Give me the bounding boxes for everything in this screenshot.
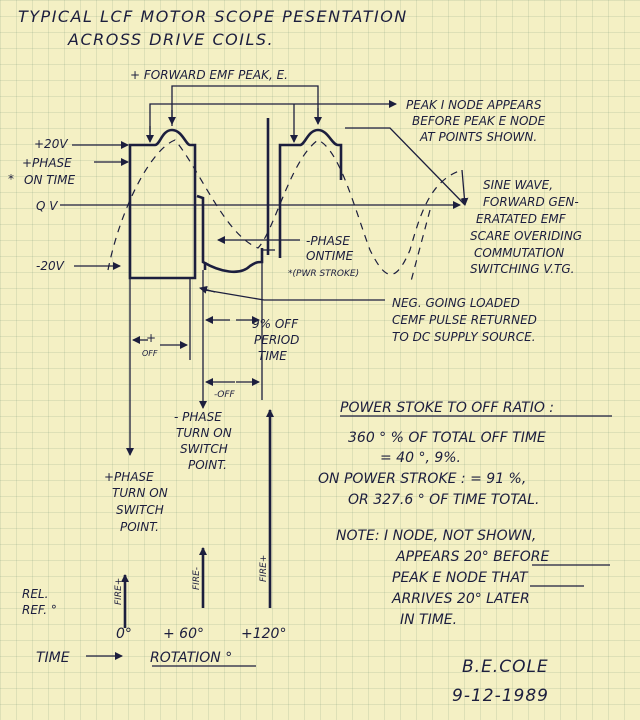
ratio-line-3: ON POWER STROKE : = 91 %,: [318, 471, 526, 487]
plus-turn-line-1: +PHASE: [104, 470, 154, 484]
zero-v-label: Q V: [36, 199, 58, 213]
neg-going-line-1: NEG. GOING LOADED: [392, 296, 520, 310]
plus-20v-label: +20V: [34, 137, 68, 151]
neg-going-arrow: [199, 285, 216, 294]
fire-plus-label-1: FIRE+: [114, 578, 124, 605]
emf-peak-bracket: [171, 85, 319, 126]
sine-wave-dashed-tail: [409, 209, 431, 286]
sine-wave-line-2: FORWARD GEN-: [483, 195, 579, 209]
deg-0-label: 0°: [116, 626, 132, 642]
neg-going-line-3: TO DC SUPPLY SOURCE.: [392, 330, 536, 344]
title-line-2: ACROSS DRIVE COILS.: [67, 30, 274, 49]
sine-wave-dashed: [107, 139, 463, 275]
note-line-4: ARRIVES 20° LATER: [391, 591, 530, 607]
forward-emf-peak-label: + FORWARD EMF PEAK, E.: [130, 68, 288, 82]
peak-i-node-line-1: PEAK I NODE APPEARS: [406, 98, 542, 112]
plus-turn-line-3: SWITCH: [116, 503, 164, 517]
note-line-2: APPEARS 20° BEFORE: [395, 549, 549, 565]
rel-label: REL.: [22, 587, 48, 601]
time-label: TIME: [36, 650, 70, 666]
ratio-line-1: 360 ° % OF TOTAL OFF TIME: [348, 430, 546, 446]
signature-date: 9-12-1989: [452, 686, 549, 706]
waveform-negative-trough: [196, 194, 264, 274]
minus-turn-line-2: TURN ON: [176, 426, 232, 440]
pwr-stroke-label: *(PWR STROKE): [288, 269, 359, 279]
deg-60-label: + 60°: [163, 626, 204, 642]
waveform-pulse-2: [278, 128, 343, 258]
waveform-pulse-1: [128, 128, 197, 280]
ratio-heading: POWER STOKE TO OFF RATIO :: [340, 400, 554, 416]
minus-turn-line-1: - PHASE: [174, 410, 222, 424]
deg-120-label: +120°: [241, 626, 286, 642]
plus-off-sign: +: [146, 331, 156, 345]
sine-wave-line-6: SWITCHING V.TG.: [470, 262, 574, 276]
sine-wave-line-1: SINE WAVE,: [483, 178, 553, 192]
sine-wave-line-4: SCARE OVERIDING: [470, 229, 582, 243]
on-time-label: ON TIME: [24, 173, 75, 187]
sine-wave-leader: [345, 127, 466, 206]
minus-20v-label: -20V: [36, 259, 65, 273]
note-line-3: PEAK E NODE THAT: [392, 570, 529, 586]
plus-turn-line-4: POINT.: [120, 520, 159, 534]
ref-label: REF. °: [22, 603, 57, 617]
peak-i-node-line-3: AT POINTS SHOWN.: [419, 130, 537, 144]
minus-turn-line-4: POINT.: [188, 458, 227, 472]
minus-ontime-label: ONTIME: [306, 249, 354, 263]
rotation-label: ROTATION °: [150, 650, 232, 666]
sine-wave-line-5: COMMUTATION: [474, 246, 564, 260]
note-line-1: NOTE: I NODE, NOT SHOWN,: [336, 528, 536, 544]
signature-name: B.E.COLE: [462, 657, 549, 677]
ratio-line-4: OR 327.6 ° OF TIME TOTAL.: [348, 492, 539, 508]
off-period-line-3: TIME: [258, 349, 287, 363]
plus-turn-line-2: TURN ON: [112, 486, 168, 500]
plus-off-label: OFF: [142, 349, 158, 358]
ratio-line-2: = 40 °, 9%.: [380, 450, 461, 466]
peak-i-node-leader: [149, 100, 397, 140]
neg-going-line-2: CEMF PULSE RETURNED: [392, 313, 537, 327]
minus-off-label: -OFF: [214, 390, 236, 400]
note-line-5: IN TIME.: [400, 612, 457, 628]
minus-phase-label: -PHASE: [306, 234, 350, 248]
minus-turn-line-3: SWITCH: [180, 442, 228, 456]
sine-wave-line-3: ERATATED EMF: [476, 212, 567, 226]
fire-plus-label-2: FIRE+: [259, 555, 269, 582]
off-period-line-1: 9% OFF: [252, 317, 299, 331]
sine-wave-leader-arrow: [460, 169, 469, 206]
fire-minus-label: FIRE-: [192, 567, 202, 590]
off-period-line-2: PERIOD: [254, 333, 299, 347]
neg-going-leader: [204, 289, 385, 301]
plus-phase-label: +PHASE: [22, 156, 72, 170]
peak-i-node-line-2: BEFORE PEAK E NODE: [412, 114, 546, 128]
title-line-1: TYPICAL LCF MOTOR SCOPE PESENTATION: [18, 7, 408, 26]
asterisk-mark: *: [8, 172, 14, 186]
